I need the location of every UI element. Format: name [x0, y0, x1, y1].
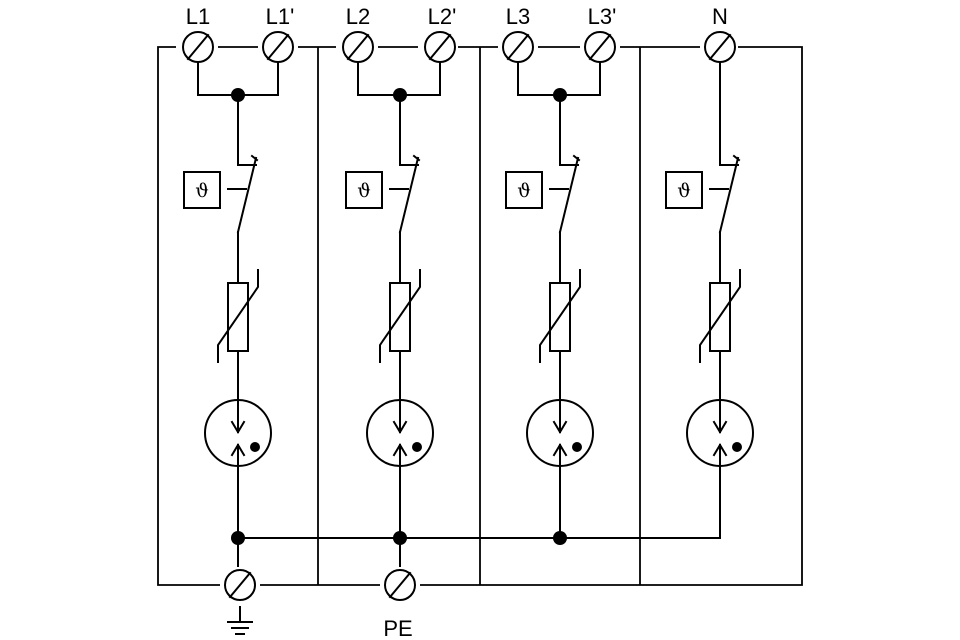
screw-terminal-icon	[704, 31, 736, 63]
gas-discharge-tube-icon	[686, 399, 754, 467]
thermal-symbol: ϑ	[677, 180, 691, 202]
terminal-label-N: N	[712, 4, 728, 29]
channel-L1: ϑ	[182, 31, 294, 539]
thermal-disconnector-box: ϑ	[183, 171, 221, 209]
gas-discharge-tube-icon	[204, 399, 272, 467]
gas-discharge-tube-icon	[366, 399, 434, 467]
screw-terminal-icon	[342, 31, 374, 63]
terminal-label-L1: L1	[186, 4, 210, 29]
junction-dot	[231, 531, 245, 545]
varistor-icon	[699, 269, 741, 363]
channel-L2: ϑ	[342, 31, 456, 539]
pe-label: PE	[383, 616, 412, 640]
gas-dot	[412, 442, 422, 452]
thermal-symbol: ϑ	[357, 180, 371, 202]
varistor-icon	[539, 269, 581, 363]
screw-terminal-icon	[182, 31, 214, 63]
earth-ground-icon	[227, 606, 253, 635]
gas-discharge-tube-icon	[526, 399, 594, 467]
gas-dot	[250, 442, 260, 452]
terminal-label-L2-prime: L2'	[428, 4, 457, 29]
thermal-symbol: ϑ	[517, 180, 531, 202]
terminal-label-L2: L2	[346, 4, 370, 29]
gas-dot	[732, 442, 742, 452]
varistor-icon	[217, 269, 259, 363]
terminal-label-L3: L3	[506, 4, 530, 29]
screw-terminal-icon	[502, 31, 534, 63]
gas-dot	[572, 442, 582, 452]
pe-bus	[231, 531, 721, 567]
thermal-switch	[227, 154, 259, 234]
junction-dot	[393, 531, 407, 545]
top-terminal-labels: L1 L1' L2 L2' L3 L3' N	[186, 4, 728, 29]
screw-terminal-icon	[424, 31, 456, 63]
thermal-disconnector-box: ϑ	[345, 171, 383, 209]
varistor-icon	[379, 269, 421, 363]
terminal-label-L3-prime: L3'	[588, 4, 617, 29]
thermal-switch	[709, 154, 741, 234]
channel-L3: ϑ	[502, 31, 616, 539]
screw-terminal-icon	[584, 31, 616, 63]
pe-terminal	[384, 569, 416, 601]
terminal-label-L1-prime: L1'	[266, 4, 295, 29]
ground-terminal	[224, 569, 256, 601]
thermal-disconnector-box: ϑ	[665, 171, 703, 209]
module-frames	[157, 46, 803, 586]
thermal-symbol: ϑ	[195, 180, 209, 202]
thermal-switch	[549, 154, 581, 234]
junction-dot	[553, 531, 567, 545]
thermal-disconnector-box: ϑ	[505, 171, 543, 209]
channel-N: ϑ	[665, 31, 754, 539]
thermal-switch	[389, 154, 421, 234]
screw-terminal-icon	[262, 31, 294, 63]
